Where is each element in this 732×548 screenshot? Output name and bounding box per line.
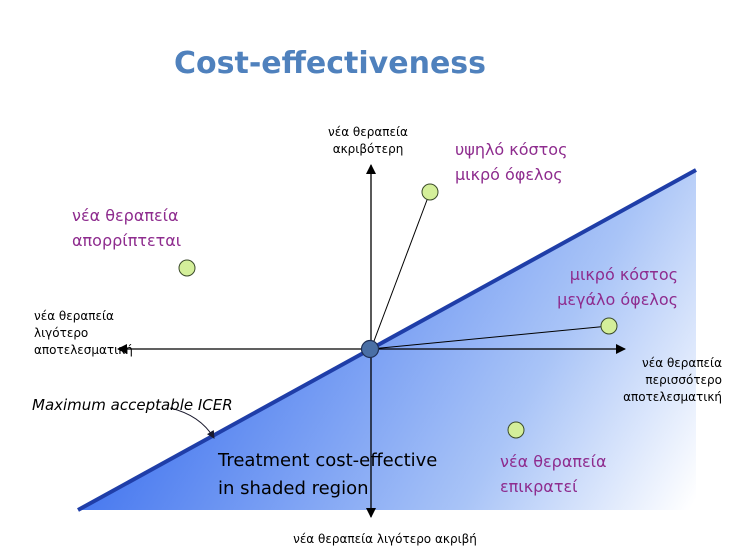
quadrant-label-high-cost: υψηλό κόστος μικρό όφελος: [455, 140, 568, 184]
diagram-title: Cost-effectiveness: [174, 46, 486, 81]
icer-threshold-line: [77, 168, 697, 512]
icer-label: Maximum acceptable ICER: [32, 396, 233, 414]
ray-to-low-cost-point: [370, 325, 610, 350]
point-rejected: [178, 259, 196, 277]
quadrant-label-low-cost: μικρό κόστος μεγάλο όφελος: [557, 265, 678, 309]
point-high-cost-small-benefit: [421, 183, 439, 201]
shaded-region-caption: Treatment cost-effective in shaded regio…: [218, 450, 438, 499]
axis-label-top: νέα θεραπεία ακριβότερη: [328, 125, 408, 156]
point-low-cost-large-benefit: [600, 317, 618, 335]
point-dominant: [507, 421, 525, 439]
axis-label-right: νέα θεραπεία περισσότερο αποτελεσματική: [623, 356, 722, 404]
quadrant-label-dominant: νέα θεραπεία επικρατεί: [500, 452, 607, 496]
axis-label-bottom: νέα θεραπεία λιγότερο ακριβή: [293, 532, 477, 546]
origin-point: [360, 339, 380, 359]
quadrant-label-rejected: νέα θεραπεία απορρίπτεται: [72, 206, 182, 250]
icer-label-pointer: [169, 407, 215, 439]
axis-label-left: νέα θεραπεία λιγότερο αποτελεσματική: [34, 309, 133, 357]
ray-to-high-cost-point: [370, 191, 431, 350]
